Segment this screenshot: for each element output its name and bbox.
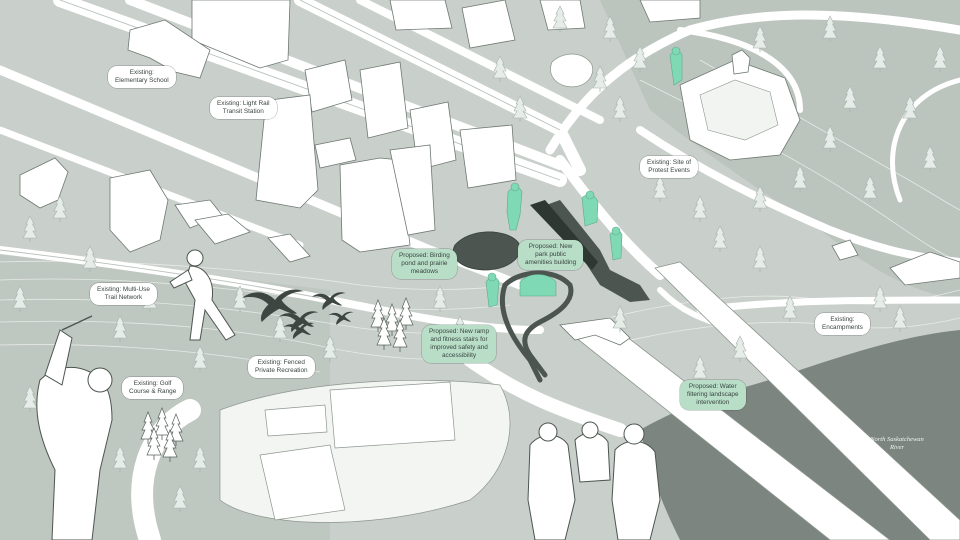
birding-pond xyxy=(452,231,521,271)
label-line: Trail Network xyxy=(104,294,143,301)
label-line: pond and prairie xyxy=(401,260,448,267)
label-line: intervention xyxy=(696,399,730,406)
label-elementary-school: Existing: Elementary School xyxy=(108,66,176,88)
label-birding-pond: Proposed: Birding pond and prairie meado… xyxy=(392,249,457,279)
golfer-figure xyxy=(36,315,113,540)
water-filtering-structure xyxy=(559,317,631,346)
label-lrt-station: Existing: Light Rail Transit Station xyxy=(210,97,277,119)
label-line: Encampments xyxy=(822,324,863,331)
proposed-pavilion xyxy=(519,274,557,297)
label-line: filtering landscape xyxy=(687,391,739,398)
label-line: park public xyxy=(535,251,567,258)
label-line: Existing: Multi-Use xyxy=(97,286,150,293)
label-line: Proposed: New xyxy=(528,243,573,250)
label-line: Course & Range xyxy=(129,388,177,395)
label-line: Transit Station xyxy=(222,108,264,115)
label-line: Proposed: Water xyxy=(688,383,737,390)
label-line: Existing: Site of xyxy=(647,159,692,166)
label-line: Proposed: Birding xyxy=(399,252,450,259)
buildings xyxy=(19,0,960,286)
urban-blocks xyxy=(219,379,511,523)
label-fenced-recreation: Existing: Fenced Private Recreation xyxy=(248,356,315,378)
label-line: accessibility xyxy=(441,352,477,359)
label-line: meadows xyxy=(410,268,439,275)
label-line: Existing: Fenced xyxy=(257,359,305,366)
legislature-building xyxy=(679,49,801,161)
proposed-figures xyxy=(485,46,683,308)
fitness-stairs xyxy=(500,282,543,383)
river-label-line: North Saskatchewan xyxy=(870,436,924,443)
roundabout-building xyxy=(550,53,593,88)
label-trail-network: Existing: Multi-Use Trail Network xyxy=(90,283,157,305)
label-line: and fitness stairs for xyxy=(430,336,488,343)
people-group xyxy=(527,421,661,540)
label-line: Protest Events xyxy=(648,167,690,174)
runner-figure xyxy=(169,249,236,341)
ramp-path xyxy=(502,270,574,378)
label-encampments: Existing: Encampments xyxy=(815,313,870,335)
label-line: Proposed: New ramp xyxy=(429,328,490,335)
label-ramp-stairs: Proposed: New ramp and fitness stairs fo… xyxy=(422,325,497,363)
river-label-line: River xyxy=(889,444,905,452)
label-water-filtering: Proposed: Water filtering landscape inte… xyxy=(680,380,746,410)
bridge-east xyxy=(654,261,960,540)
label-golf-course: Existing: Golf Course & Range xyxy=(122,377,184,399)
label-line: Private Recreation xyxy=(255,367,308,374)
label-line: Existing: Golf xyxy=(133,380,172,387)
label-protest-site: Existing: Site of Protest Events xyxy=(640,156,699,178)
label-amenities-building: Proposed: New park public amenities buil… xyxy=(518,240,584,270)
label-line: Existing: xyxy=(830,316,855,323)
label-line: improved safety and xyxy=(430,344,488,351)
label-line: Elementary School xyxy=(115,77,169,84)
label-line: amenities building xyxy=(525,259,577,266)
river-label: North Saskatchewan River xyxy=(862,436,932,453)
label-line: Existing: xyxy=(129,69,154,76)
label-line: Existing: Light Rail xyxy=(217,100,270,107)
